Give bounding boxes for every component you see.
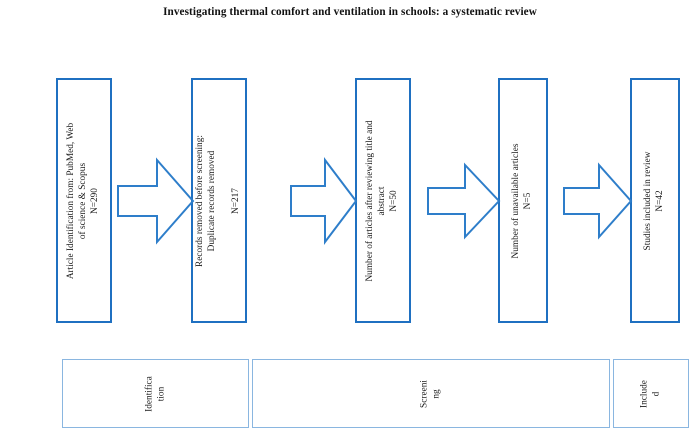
- arrow-right-icon-4: [563, 162, 633, 240]
- arrow-right-icon-2: [290, 157, 358, 245]
- stage-box-included-label: Include d: [639, 379, 661, 408]
- stage-box-identification-label: Identifica tion: [143, 375, 166, 412]
- flow-box-identification-label: Article Identification from: PubMed, Web…: [66, 122, 100, 279]
- page-title: Investigating thermal comfort and ventil…: [163, 6, 537, 18]
- flow-box-records-removed-label: Records removed before screening: Duplic…: [195, 134, 241, 267]
- flow-box-unavailable-articles[interactable]: Number of unavailable articles N=5: [498, 78, 548, 323]
- arrow-right-icon-3: [427, 162, 501, 240]
- stage-box-screening-label: Screeni ng: [419, 379, 441, 408]
- flow-box-after-title-abstract[interactable]: Number of articles after reviewing title…: [355, 78, 411, 323]
- flow-box-studies-included[interactable]: Studies included in review N=42: [630, 78, 680, 323]
- stage-box-included[interactable]: Include d: [613, 359, 689, 428]
- stage-box-screening[interactable]: Screeni ng: [252, 359, 610, 428]
- flow-box-after-title-abstract-label: Number of articles after reviewing title…: [365, 119, 399, 282]
- flow-box-records-removed[interactable]: Records removed before screening: Duplic…: [191, 78, 247, 323]
- flow-box-studies-included-label: Studies included in review N=42: [643, 151, 665, 250]
- flow-box-identification[interactable]: Article Identification from: PubMed, Web…: [56, 78, 112, 323]
- stage-box-identification[interactable]: Identifica tion: [62, 359, 249, 428]
- flow-box-unavailable-articles-label: Number of unavailable articles N=5: [511, 143, 533, 258]
- arrow-right-icon-1: [117, 157, 195, 245]
